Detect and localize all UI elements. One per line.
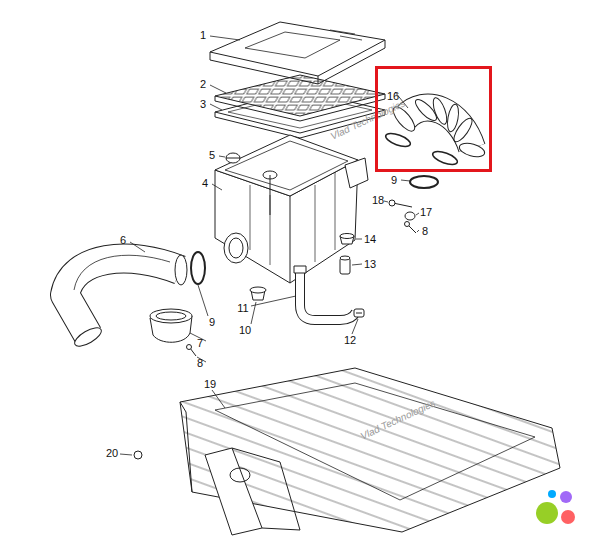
callout-number: 6 bbox=[120, 235, 126, 246]
hose-clamp bbox=[410, 176, 438, 188]
airbox-lid bbox=[210, 22, 385, 84]
nut bbox=[134, 451, 142, 459]
callout-number: 10 bbox=[239, 325, 251, 336]
callout-number: 17 bbox=[420, 207, 432, 218]
rubber-coupler bbox=[150, 309, 192, 342]
callout-number: 16 bbox=[387, 91, 399, 102]
plug bbox=[340, 256, 350, 274]
callout-number: 9 bbox=[209, 317, 215, 328]
hose-clamp bbox=[191, 252, 205, 284]
air-filter bbox=[215, 75, 385, 121]
fitting bbox=[340, 234, 354, 245]
airbox-housing bbox=[215, 135, 368, 283]
callout-number: 9 bbox=[391, 175, 397, 186]
knob bbox=[226, 153, 240, 163]
callout-number: 20 bbox=[106, 448, 118, 459]
tube-clip bbox=[354, 309, 364, 317]
callout-number: 5 bbox=[209, 150, 215, 161]
callout-number: 19 bbox=[204, 379, 216, 390]
screw bbox=[389, 200, 412, 207]
callout-number: 11 bbox=[237, 303, 248, 314]
belly-pan bbox=[180, 368, 560, 535]
grommet bbox=[405, 212, 415, 220]
callout-number: 8 bbox=[422, 226, 428, 237]
highlight-frame: 16 bbox=[375, 66, 492, 172]
callout-number: 1 bbox=[200, 30, 206, 41]
callout-number: 18 bbox=[372, 195, 384, 206]
callout-number: 8 bbox=[197, 358, 203, 369]
callout-number: 4 bbox=[202, 178, 208, 189]
callout-number: 2 bbox=[200, 79, 206, 90]
callout-number: 14 bbox=[364, 234, 376, 245]
site-logo bbox=[536, 490, 575, 524]
callout-number: 3 bbox=[200, 99, 206, 110]
callout-number: 12 bbox=[344, 335, 356, 346]
callout-number: 7 bbox=[197, 338, 203, 349]
callout-number: 13 bbox=[364, 259, 376, 270]
screw bbox=[187, 345, 197, 357]
screw bbox=[405, 222, 417, 234]
drain-cap bbox=[250, 287, 266, 300]
